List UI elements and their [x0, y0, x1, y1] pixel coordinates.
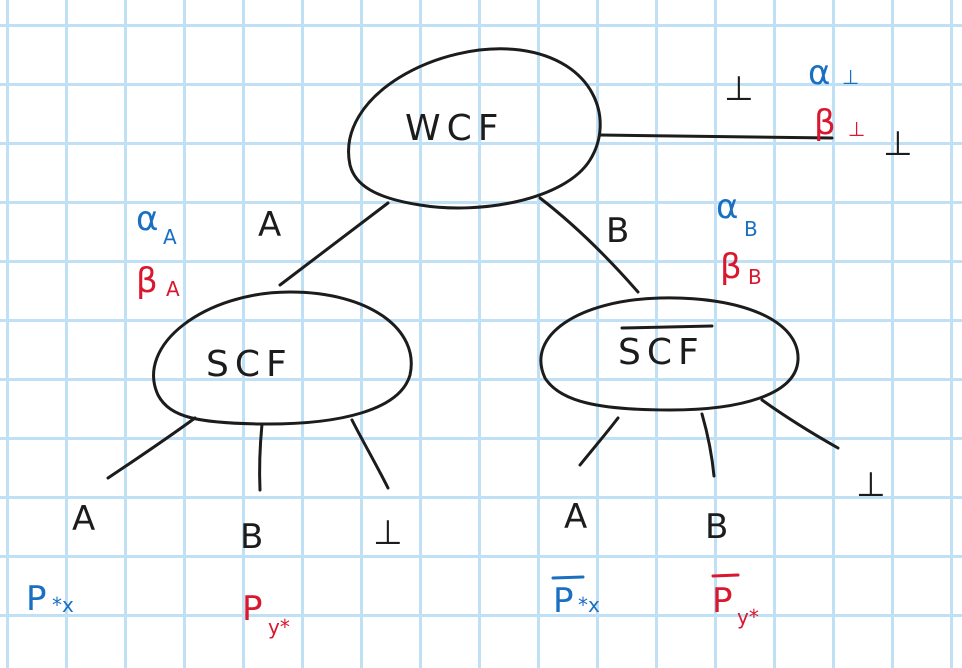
scf-right-node-label: SCF	[618, 332, 705, 373]
p-star-x-bar-overline	[551, 575, 585, 580]
leaf-right-perp: ⊥	[856, 465, 886, 505]
edge-left-b	[258, 422, 264, 492]
edge-root-left	[278, 201, 390, 287]
p-y-star-bar-symbol: P	[712, 581, 733, 621]
leaf-right-b: B	[705, 507, 728, 547]
scf-right-overline	[620, 324, 714, 330]
edge-left-a	[106, 416, 197, 480]
scf-right-node-outline	[539, 296, 800, 412]
scf-left-node-outline	[152, 290, 413, 426]
leaf-left-perp: ⊥	[373, 513, 403, 553]
edge-left-perp	[350, 418, 390, 490]
scf-left-node-label: SCF	[206, 344, 293, 385]
beta-a-symbol: β	[136, 261, 158, 301]
edge-right-a	[578, 416, 620, 467]
leaf-right-a: A	[564, 497, 587, 537]
edge-root-perp	[598, 133, 834, 140]
root-perp-leaf: ⊥	[883, 124, 913, 164]
beta-b-symbol: β	[720, 247, 742, 287]
alpha-perp-symbol: α	[808, 53, 830, 93]
alpha-a-subscript: A	[163, 225, 177, 249]
beta-a-subscript: A	[166, 277, 180, 301]
p-star-x-bar-symbol: P	[553, 581, 574, 621]
p-y-star-bar-subscript: y*	[737, 605, 759, 629]
p-star-x-bar-subscript: *x	[578, 593, 600, 617]
alpha-b-symbol: α	[716, 187, 738, 227]
p-y-star-bar-overline	[711, 573, 740, 578]
beta-b-subscript: B	[748, 265, 762, 289]
edge-label-root-perp: ⊥	[724, 69, 754, 109]
alpha-perp-subscript: ⊥	[842, 65, 859, 89]
edge-label-root-a: A	[258, 205, 281, 245]
edge-right-perp	[760, 398, 840, 450]
leaf-left-b: B	[240, 517, 263, 557]
p-star-x-subscript: *x	[52, 593, 74, 617]
beta-perp-symbol: β	[814, 103, 836, 143]
edge-root-right	[538, 196, 640, 294]
wcf-node-label: WCF	[405, 108, 504, 149]
p-y-star-symbol: P	[242, 589, 263, 629]
p-y-star-subscript: y*	[268, 615, 290, 639]
leaf-left-a: A	[72, 499, 95, 539]
edge-right-b	[700, 412, 716, 478]
wcf-node-outline	[347, 47, 602, 210]
alpha-b-subscript: B	[744, 217, 758, 241]
beta-perp-subscript: ⊥	[848, 117, 865, 141]
alpha-a-symbol: α	[136, 199, 158, 239]
p-star-x-symbol: P	[26, 579, 47, 619]
edge-label-root-b: B	[606, 211, 629, 251]
